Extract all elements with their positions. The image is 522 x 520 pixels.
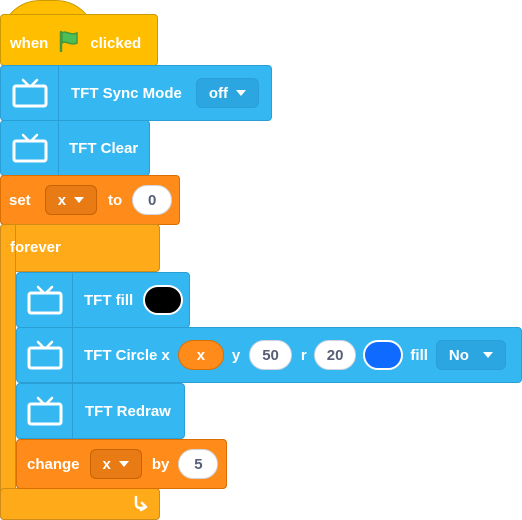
circle-color-swatch[interactable] [363, 340, 404, 370]
y-value-input[interactable]: 50 [249, 340, 292, 370]
tv-icon [17, 328, 73, 382]
y-label: y [231, 346, 241, 364]
forever-side-arm [0, 224, 16, 520]
set-variable-block[interactable]: set x to 0 [0, 175, 180, 225]
tv-icon [17, 273, 73, 327]
chevron-down-icon [74, 197, 85, 203]
change-variable-block[interactable]: change x by 5 [16, 439, 227, 489]
tft-fill-block[interactable]: TFT fill [16, 272, 190, 328]
tv-icon [1, 121, 59, 175]
chevron-down-icon [482, 352, 493, 358]
tft-clear-label: TFT Clear [69, 139, 139, 157]
fill-color-swatch[interactable] [143, 285, 184, 315]
set-variable-dropdown[interactable]: x [44, 185, 98, 215]
hat-body [0, 14, 158, 66]
set-value-input[interactable]: 0 [132, 185, 173, 215]
change-variable-name: x [102, 455, 111, 473]
tft-sync-mode-block[interactable]: TFT Sync Mode off [0, 65, 272, 121]
tv-icon [17, 384, 73, 438]
loop-arrow-icon [132, 494, 150, 517]
set-variable-name: x [57, 191, 67, 209]
tft-redraw-block[interactable]: TFT Redraw [16, 383, 185, 439]
when-flag-clicked-block[interactable]: when clicked [0, 0, 158, 66]
fill-label: fill [410, 346, 428, 364]
when-label: when [10, 34, 49, 52]
clicked-label: clicked [90, 34, 142, 52]
sync-mode-dropdown[interactable]: off [195, 78, 259, 108]
set-label: set [9, 191, 31, 209]
green-flag-icon [58, 30, 80, 56]
tft-circle-block[interactable]: TFT Circle x x y 50 r 20 fill No [16, 327, 522, 383]
r-label: r [300, 346, 307, 364]
change-value-input[interactable]: 5 [178, 449, 219, 479]
tft-fill-label: TFT fill [84, 291, 134, 309]
to-label: to [108, 191, 123, 209]
tft-circle-label: TFT Circle x [84, 346, 170, 364]
x-variable-reporter[interactable]: x [177, 340, 224, 370]
r-value-input[interactable]: 20 [313, 340, 357, 370]
forever-label: forever [10, 239, 61, 256]
tft-redraw-label: TFT Redraw [85, 402, 171, 420]
change-variable-dropdown[interactable]: x [89, 449, 142, 479]
tft-sync-mode-label: TFT Sync Mode [71, 84, 182, 102]
x-reporter-label: x [196, 346, 206, 364]
by-label: by [151, 455, 170, 473]
forever-block[interactable]: forever [0, 224, 160, 520]
chevron-down-icon [118, 461, 129, 467]
fill-mode-value: No [448, 346, 469, 364]
sync-mode-value: off [208, 84, 228, 102]
fill-mode-dropdown[interactable]: No [435, 340, 506, 370]
change-label: change [27, 455, 80, 473]
chevron-down-icon [236, 90, 246, 96]
tv-icon [1, 66, 59, 120]
tft-clear-block[interactable]: TFT Clear [0, 120, 150, 176]
